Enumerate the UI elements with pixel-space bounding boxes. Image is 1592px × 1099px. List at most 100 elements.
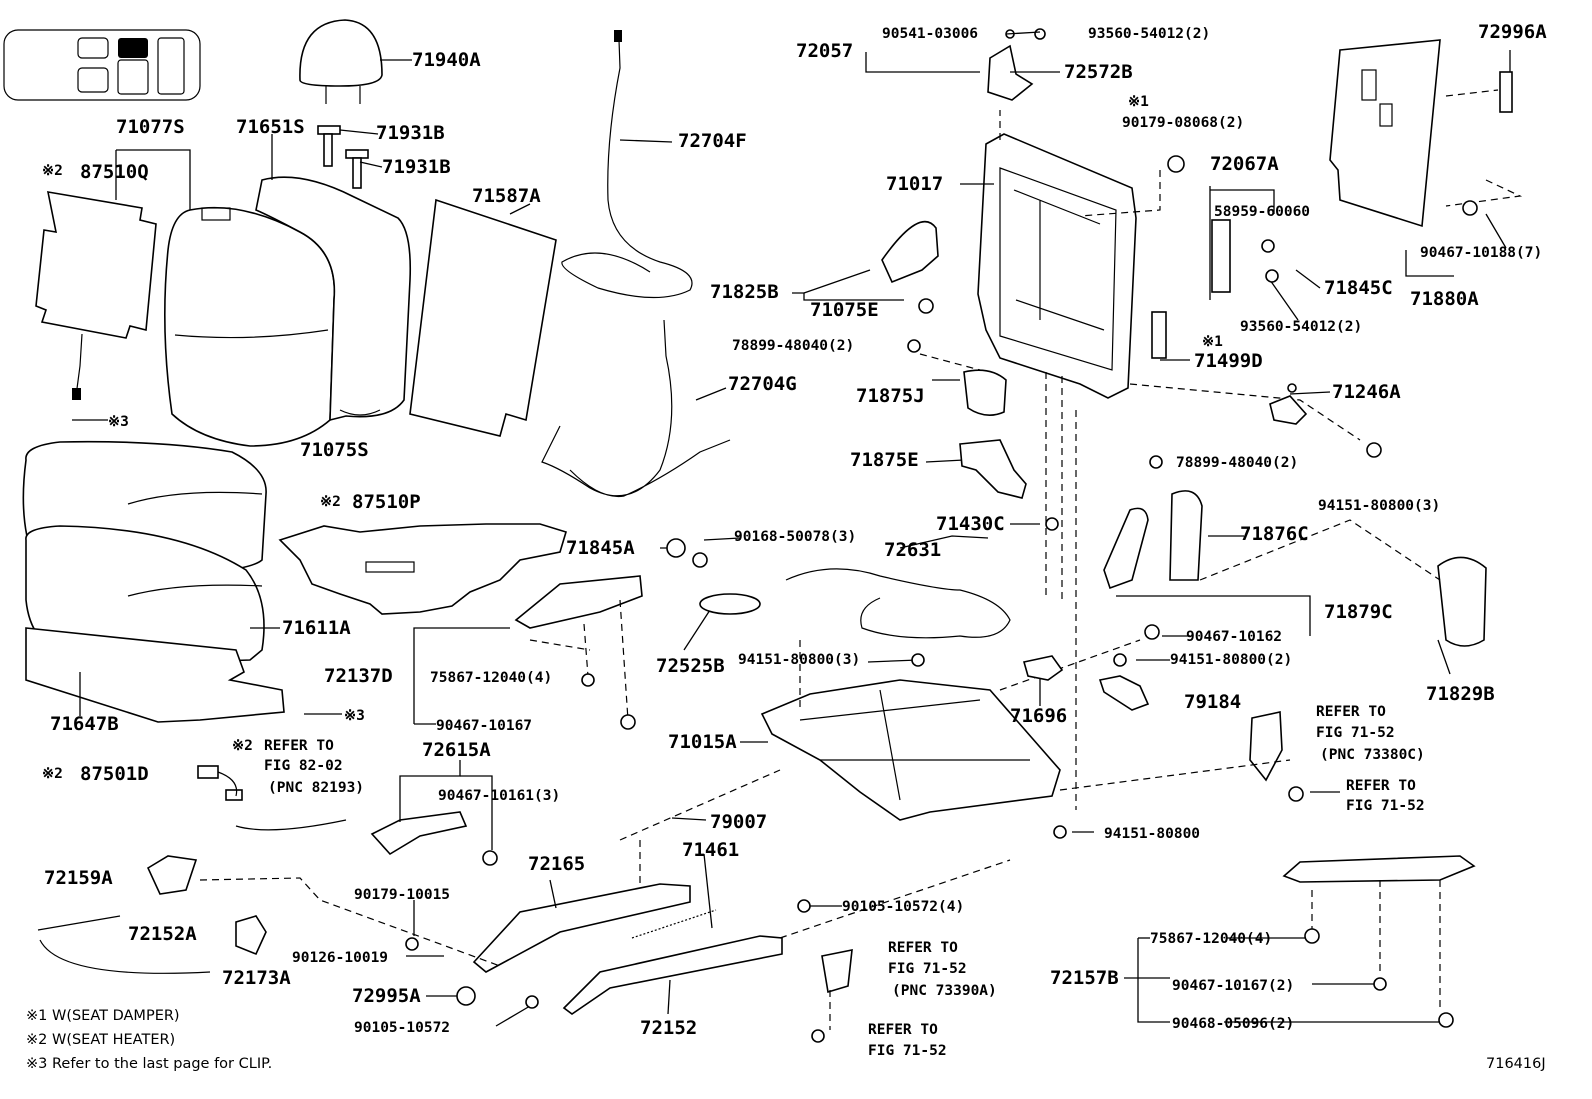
label-71075E: 71075E — [810, 299, 879, 321]
refer-to-73380c: REFER TO — [1316, 704, 1386, 720]
mark-3-bottom: ※3 — [344, 708, 365, 724]
label-72165: 72165 — [528, 853, 585, 875]
label-71696: 71696 — [1010, 705, 1067, 727]
label-90467-10161: 90467-10161(3) — [438, 788, 560, 804]
seat-back-board-71880A — [1329, 39, 1441, 228]
fastener-symbols — [197, 155, 1478, 1043]
label-71015A: 71015A — [668, 731, 737, 753]
label-71940A: 71940A — [412, 49, 481, 71]
label-71875J: 71875J — [856, 385, 925, 407]
label-87510Q: 87510Q — [80, 161, 149, 183]
label-90179-08068: 90179-08068(2) — [1122, 115, 1244, 131]
cover-72152A — [235, 915, 267, 956]
label-90467-10162: 90467-10162 — [1186, 629, 1282, 645]
label-71875E: 71875E — [850, 449, 919, 471]
label-72152A: 72152A — [128, 923, 197, 945]
label-71845C: 71845C — [1324, 277, 1393, 299]
footnote-3: ※3 Refer to the last page for CLIP. — [26, 1056, 272, 1072]
headrest-71940A — [299, 19, 383, 104]
footnote-1: ※1 W(SEAT DAMPER) — [26, 1008, 180, 1024]
board-71587A — [409, 198, 557, 437]
cover-72157B — [1282, 855, 1476, 883]
label-79007: 79007 — [710, 811, 767, 833]
footnote-legend: ※1 W(SEAT DAMPER) ※2 W(SEAT HEATER) ※3 R… — [26, 1008, 272, 1072]
fig-71-52-a: FIG 71-52 — [1316, 725, 1395, 741]
label-79184: 79184 — [1184, 691, 1241, 713]
mark-3-top: ※3 — [108, 414, 129, 430]
fig-71-52-b: FIG 71-52 — [1346, 798, 1425, 814]
heater-element-87510P — [278, 523, 567, 615]
pnc-73390a: (PNC 73390A) — [892, 983, 997, 999]
mark-2-87510Q: ※2 — [42, 163, 63, 179]
label-71611A: 71611A — [282, 617, 351, 639]
recliner-cover-71825B — [881, 220, 939, 284]
label-71461: 71461 — [682, 839, 739, 861]
label-72152: 72152 — [640, 1017, 697, 1039]
label-72067A: 72067A — [1210, 153, 1279, 175]
cable-72704G — [541, 319, 731, 498]
label-75867-12040-a: 75867-12040(4) — [430, 670, 552, 686]
seat-cushion-frame-71015A — [760, 679, 1061, 821]
label-72572B: 72572B — [1064, 61, 1133, 83]
label-72173A: 72173A — [222, 967, 291, 989]
label-71651S: 71651S — [236, 116, 305, 138]
label-72057: 72057 — [796, 40, 853, 62]
label-90126-10019: 90126-10019 — [292, 950, 388, 966]
label-75867-12040-b: 75867-12040(4) — [1150, 931, 1272, 947]
footnote-2: ※2 W(SEAT HEATER) — [26, 1032, 175, 1048]
label-90468-05096: 90468-05096(2) — [1172, 1016, 1294, 1032]
label-71879C: 71879C — [1324, 601, 1393, 623]
label-93560-54012-b: 93560-54012(2) — [1240, 319, 1362, 335]
label-71499D: 71499D — [1194, 350, 1263, 372]
label-90105-10572: 90105-10572 — [354, 1020, 450, 1036]
fig-82-02: FIG 82-02 — [264, 758, 343, 774]
label-94151-80800-3a: 94151-80800(3) — [1318, 498, 1440, 514]
label-71829B: 71829B — [1426, 683, 1495, 705]
label-71430C: 71430C — [936, 513, 1005, 535]
seat-back-pad-71651S — [255, 176, 412, 422]
label-71077S: 71077S — [116, 116, 185, 138]
figure-id: 716416J — [1486, 1056, 1546, 1072]
label-94151-80800-2: 94151-80800(2) — [1170, 652, 1292, 668]
belt-anchor-73380C — [1249, 711, 1283, 782]
label-90168-50078: 90168-50078(3) — [734, 529, 856, 545]
label-94151-80800: 94151-80800 — [1104, 826, 1200, 842]
pnc-82193: (PNC 82193) — [268, 780, 364, 796]
cover-71876C — [1169, 490, 1203, 581]
label-78899-48040-b: 78899-48040(2) — [1176, 455, 1298, 471]
label-90105-10572-4: 90105-10572(4) — [842, 899, 964, 915]
label-72995A: 72995A — [352, 985, 421, 1007]
label-78899-48040-a: 78899-48040(2) — [732, 338, 854, 354]
label-87501D: 87501D — [80, 763, 149, 785]
label-71587A: 71587A — [472, 185, 541, 207]
label-90467-10167: 90467-10167 — [436, 718, 532, 734]
refer-to-d: REFER TO — [868, 1022, 938, 1038]
label-72137D: 72137D — [324, 665, 393, 687]
dashed-guide-lines — [199, 89, 1523, 1030]
seat-back-frame-71017 — [977, 133, 1137, 399]
headrest-bracket-72057 — [987, 28, 1046, 101]
label-72615A: 72615A — [422, 739, 491, 761]
label-71017: 71017 — [886, 173, 943, 195]
leader-lines — [72, 31, 1511, 1027]
label-71075S: 71075S — [300, 439, 369, 461]
mark-2-87510P: ※2 — [320, 494, 341, 510]
cable-72631 — [785, 535, 1011, 639]
cover-71879C — [1103, 507, 1149, 590]
label-87510P: 87510P — [352, 491, 421, 513]
label-71246A: 71246A — [1332, 381, 1401, 403]
label-72704F: 72704F — [678, 130, 747, 152]
label-71845A: 71845A — [566, 537, 635, 559]
pnc-73380c: (PNC 73380C) — [1320, 747, 1425, 763]
label-90467-10188: 90467-10188(7) — [1420, 245, 1542, 261]
rod-72173A — [37, 915, 211, 974]
mark-1-71499D: ※1 — [1202, 334, 1223, 350]
label-93560-54012-a: 93560-54012(2) — [1088, 26, 1210, 42]
cover-71829B — [1437, 556, 1487, 647]
mark-1-90179: ※1 — [1128, 94, 1149, 110]
label-72631: 72631 — [884, 539, 941, 561]
mark-2-87501D: ※2 — [42, 766, 63, 782]
label-71825B: 71825B — [710, 281, 779, 303]
refer-to-82: REFER TO — [264, 738, 334, 754]
label-71931B-2: 71931B — [382, 156, 451, 178]
